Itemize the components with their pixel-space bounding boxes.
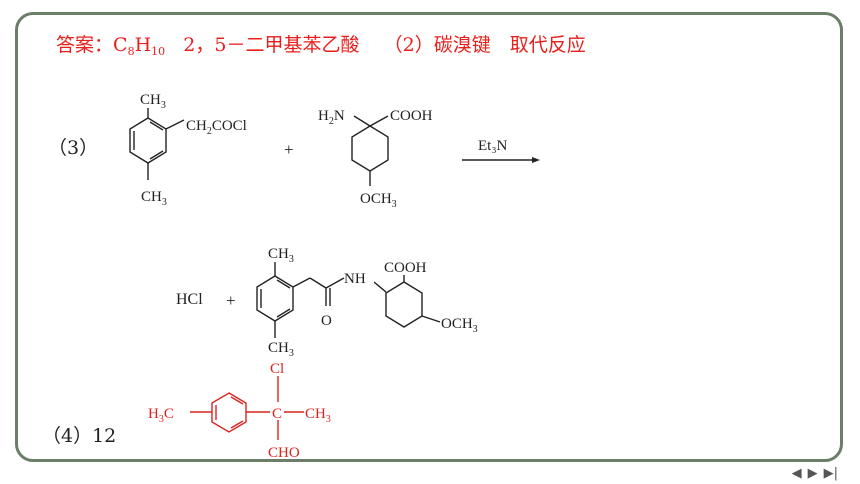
svg-text:H2N: H2N bbox=[318, 108, 345, 127]
svg-text:CH2COCl: CH2COCl bbox=[186, 118, 247, 137]
part3-label: （3） bbox=[48, 137, 99, 159]
formula-c-sub: 8 bbox=[127, 45, 135, 58]
svg-text:Cl: Cl bbox=[270, 361, 284, 377]
svg-text:CH3: CH3 bbox=[140, 92, 166, 111]
byproduct-hcl: HCl bbox=[176, 291, 203, 308]
answer-line: 答案：C8H10 2，5－二甲基苯乙酸 （2）碳溴键 取代反应 bbox=[56, 30, 586, 58]
next-slide-icon[interactable]: ▶ bbox=[807, 466, 818, 481]
last-slide-icon[interactable]: ▶| bbox=[823, 466, 838, 481]
part4-structure: Cl H3C C CH3 CHO bbox=[148, 361, 331, 461]
svg-text:CH3: CH3 bbox=[305, 406, 331, 425]
svg-text:NH: NH bbox=[344, 271, 366, 287]
formula-h: H bbox=[134, 34, 152, 56]
svg-text:H3C: H3C bbox=[148, 406, 174, 425]
product-amide: CH3 NH COOH O OCH3 CH3 bbox=[256, 246, 478, 359]
svg-text:OCH3: OCH3 bbox=[441, 316, 478, 335]
part4-label: （4）12 bbox=[42, 425, 117, 447]
reactant-amino-acid: H2N COOH OCH3 bbox=[318, 108, 433, 210]
svg-text:OCH3: OCH3 bbox=[360, 191, 397, 210]
part2-answer: （2）碳溴键 取代反应 bbox=[383, 34, 586, 56]
plus-sign-2: + bbox=[226, 291, 236, 310]
svg-text:COOH: COOH bbox=[390, 108, 433, 124]
compound-name: 2，5－二甲基苯乙酸 bbox=[183, 34, 360, 56]
svg-text:COOH: COOH bbox=[384, 260, 427, 276]
svg-text:CH3: CH3 bbox=[141, 189, 167, 208]
prev-slide-icon[interactable]: ◀ bbox=[791, 466, 802, 481]
formula-h-sub: 10 bbox=[151, 45, 166, 58]
svg-text:CHO: CHO bbox=[268, 445, 300, 461]
slide-navigation: ◀ ▶ ▶| bbox=[792, 466, 838, 481]
reactant-acyl-chloride: CH3 CH2COCl CH3 bbox=[129, 92, 247, 208]
content-frame bbox=[15, 12, 843, 462]
svg-text:CH3: CH3 bbox=[268, 246, 294, 265]
formula-c: C bbox=[113, 34, 128, 56]
plus-sign-1: + bbox=[284, 140, 294, 159]
svg-text:CH3: CH3 bbox=[268, 340, 294, 359]
reaction-arrow: Et₃N bbox=[462, 138, 540, 163]
svg-text:C: C bbox=[272, 406, 282, 422]
svg-text:O: O bbox=[321, 313, 332, 329]
reagent-label: Et₃N bbox=[478, 138, 508, 154]
answer-prefix: 答案： bbox=[56, 34, 114, 56]
